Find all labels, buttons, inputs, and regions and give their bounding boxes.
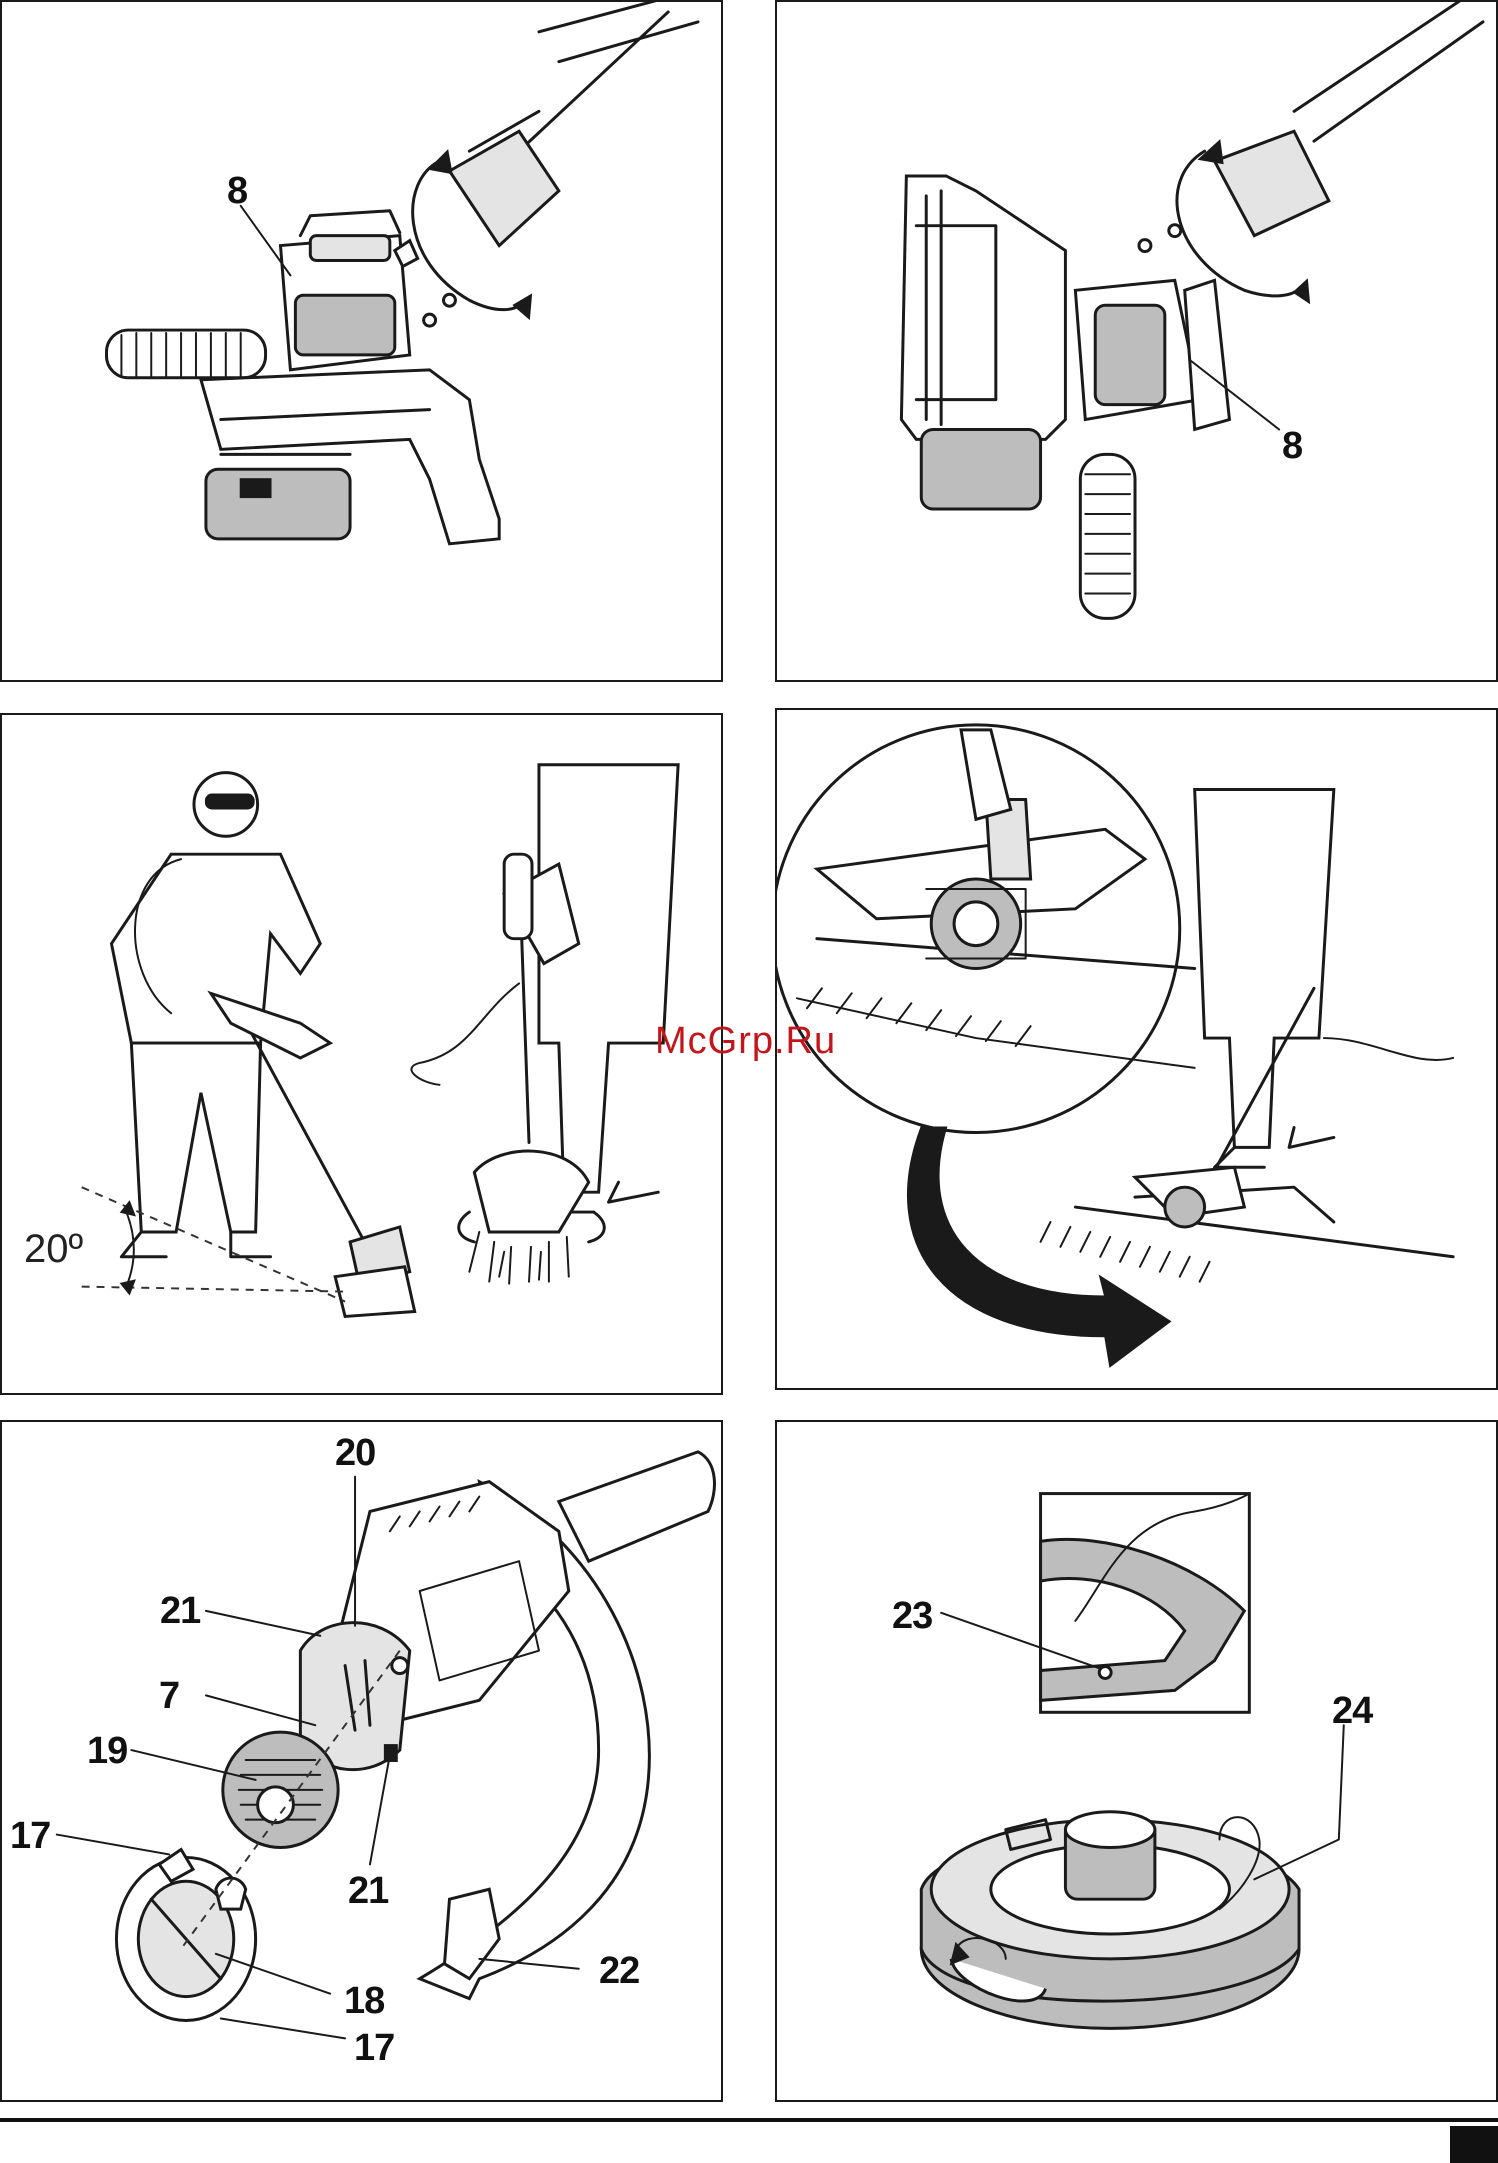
callout-24: 24 [1332, 1692, 1372, 1730]
figure-panel-e: 20 21 7 19 17 21 22 18 17 [0, 1420, 723, 2102]
callout-20: 20 [335, 1434, 375, 1472]
callout-17: 17 [354, 2029, 394, 2067]
trimmer-head-edging-position-illustration [777, 2, 1496, 680]
callout-18: 18 [344, 1982, 384, 2020]
figure-panel-a: 8 [0, 0, 723, 682]
figure-panel-d [775, 708, 1498, 1390]
callout-21: 21 [160, 1592, 200, 1630]
callout-7: 7 [159, 1677, 179, 1715]
trimming-operation-illustration [2, 715, 721, 1393]
callout-17: 17 [10, 1817, 50, 1855]
callout-22: 22 [599, 1952, 639, 1990]
figure-panel-b: 8 [775, 0, 1498, 682]
figure-panel-f: 23 24 [775, 1420, 1498, 2102]
figure-panel-c: 20º [0, 713, 723, 1395]
spool-line-threading-illustration [777, 1422, 1496, 2100]
edging-operation-illustration [777, 710, 1496, 1388]
footer-rule [0, 2118, 1498, 2122]
callout-8: 8 [227, 172, 247, 210]
trimmer-head-side-illustration [2, 2, 721, 680]
callout-21: 21 [348, 1872, 388, 1910]
footer-page-tab [1450, 2126, 1498, 2163]
angle-label: 20º [24, 1227, 83, 1272]
callout-8: 8 [1282, 427, 1302, 465]
callout-23: 23 [892, 1597, 932, 1635]
callout-19: 19 [87, 1732, 127, 1770]
watermark-text: McGrp.Ru [655, 1020, 836, 1063]
